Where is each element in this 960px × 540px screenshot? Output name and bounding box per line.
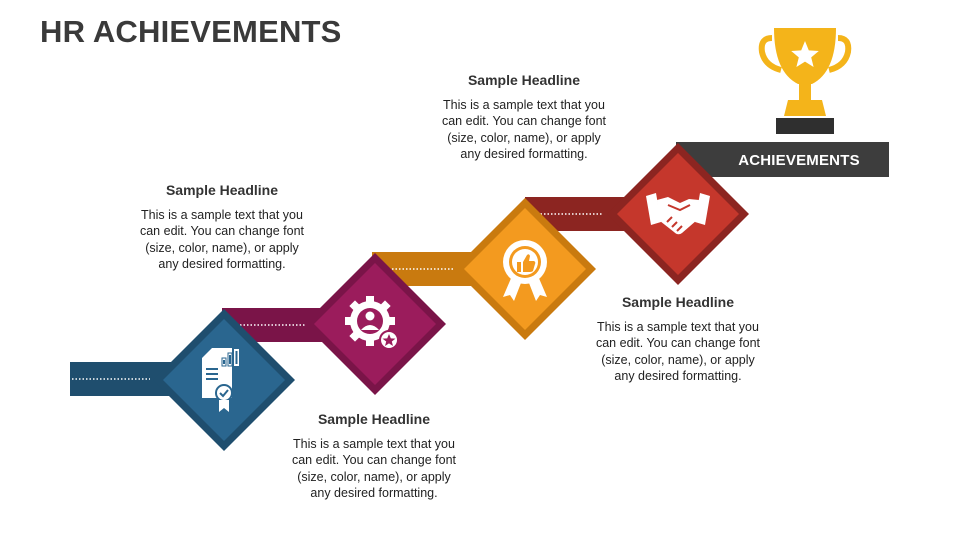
award-badge-thumbs-up-icon xyxy=(503,240,547,301)
trophy-icon xyxy=(758,28,852,134)
step-1-text-block: Sample Headline This is a sample text th… xyxy=(137,182,307,272)
step-1-headline: Sample Headline xyxy=(165,182,279,198)
step-3-text: This is a sample text that you can edit.… xyxy=(441,98,607,161)
achievements-banner xyxy=(676,142,889,177)
step-2-text-block: Sample Headline This is a sample text th… xyxy=(289,411,459,501)
step-3-headline: Sample Headline xyxy=(467,72,581,88)
step-3-text-block: Sample Headline This is a sample text th… xyxy=(439,72,609,162)
step-4-text-block: Sample Headline This is a sample text th… xyxy=(593,294,763,384)
step-1-text: This is a sample text that you can edit.… xyxy=(139,208,305,271)
step-2-headline: Sample Headline xyxy=(317,411,431,427)
achievements-label: ACHIEVEMENTS xyxy=(738,152,860,169)
step-4-headline: Sample Headline xyxy=(621,294,735,310)
step-4-text: This is a sample text that you can edit.… xyxy=(595,320,761,383)
handshake-icon xyxy=(646,193,710,235)
page-title: HR ACHIEVEMENTS xyxy=(40,14,342,49)
certificate-chart-icon xyxy=(202,348,239,412)
step-2-text: This is a sample text that you can edit.… xyxy=(291,437,457,500)
gear-user-star-icon xyxy=(345,296,399,350)
